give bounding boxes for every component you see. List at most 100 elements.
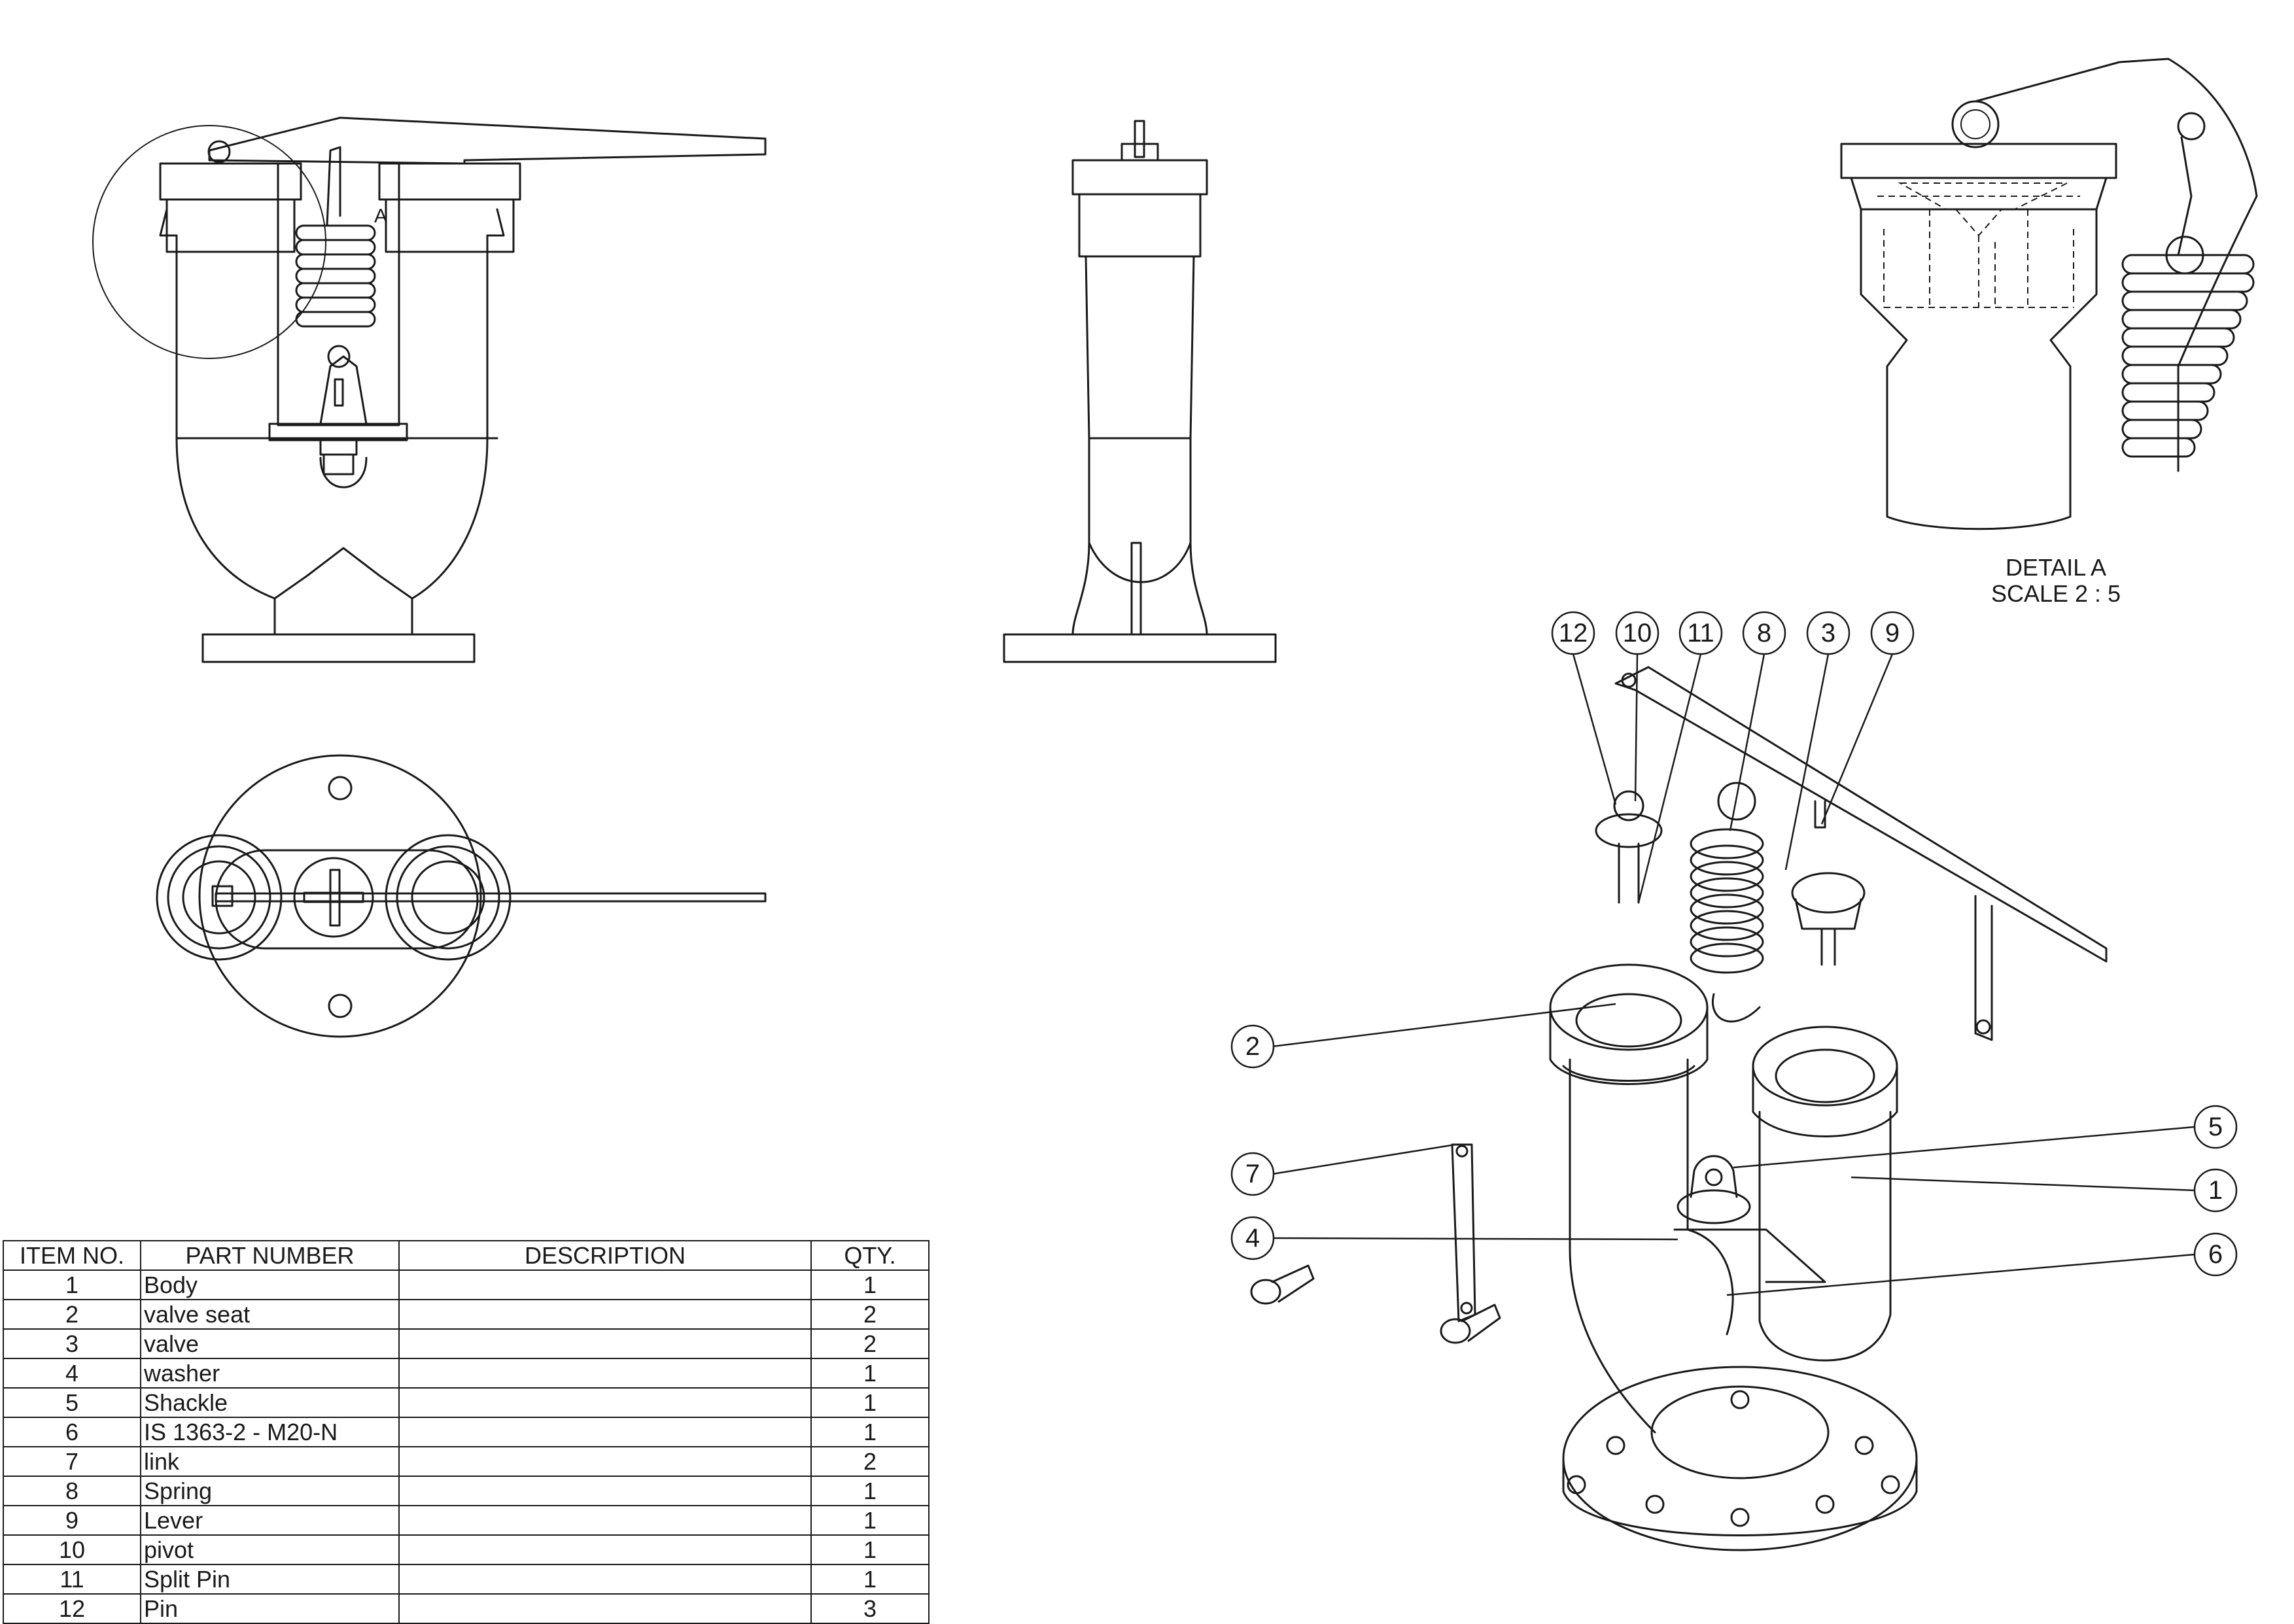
bom-item: 2 [3,1299,141,1330]
left-cap [159,162,302,201]
balloon-6: 6 [2193,1232,2238,1277]
svg-text:1: 1 [2208,1176,2223,1205]
bom-part: Pin [140,1593,400,1624]
bom-part: valve seat [140,1299,400,1330]
detail-a-circle [92,125,326,359]
svg-text:2: 2 [1245,1032,1260,1061]
front-view: A [92,116,767,663]
balloon-9: 9 [1870,611,1915,655]
pin-b [1440,1304,1501,1344]
bom-header-desc: DESCRIPTION [398,1240,812,1271]
bom-part: valve [140,1328,400,1359]
svg-text:11: 11 [1687,619,1714,648]
link-a [1451,1143,1476,1322]
bom-part: Shackle [140,1387,400,1418]
balloon-11: 11 [1678,611,1723,655]
isometric-spring [1690,828,1764,974]
bom-qty: 1 [810,1534,930,1565]
detail-spring [2121,254,2255,458]
bom-desc [398,1417,812,1447]
balloon-callouts: 12 10 11 8 3 9 2 7 4 5 1 6 [1230,611,2238,1296]
bom-header-part: PART NUMBER [140,1240,400,1271]
balloon-4: 4 [1230,1216,1275,1260]
right-cap [378,162,521,201]
balloon-1: 1 [2193,1168,2238,1213]
bom-desc [398,1593,812,1624]
bom-item: 6 [3,1417,141,1447]
bom-qty: 1 [810,1358,930,1389]
bom-desc [398,1270,812,1300]
exploded-isometric-view [1250,666,2108,1551]
bom-part: Split Pin [140,1564,400,1595]
balloon-5: 5 [2193,1105,2238,1149]
bom-item: 4 [3,1358,141,1389]
bom-qty: 1 [810,1387,930,1418]
bom-qty: 1 [810,1564,930,1595]
right-valve-seat [1752,1026,1898,1107]
svg-text:9: 9 [1885,619,1900,648]
bom-header-qty: QTY. [810,1240,930,1271]
bom-item: 12 [3,1593,141,1624]
pin-a [1250,1264,1315,1305]
bom-part: Body [140,1270,400,1300]
bom-item: 5 [3,1387,141,1418]
bom-qty: 1 [810,1270,930,1300]
svg-text:4: 4 [1245,1224,1260,1253]
bom-part: pivot [140,1534,400,1565]
bom-item: 1 [3,1270,141,1300]
detail-a-callout-letter: A [374,205,387,227]
svg-text:7: 7 [1245,1160,1260,1188]
bom-item: 10 [3,1534,141,1565]
bom-qty: 1 [810,1417,930,1447]
svg-text:8: 8 [1757,619,1771,648]
bom-qty: 1 [810,1505,930,1536]
bom-desc [398,1358,812,1389]
bom-desc [398,1446,812,1477]
top-view [156,754,767,1038]
front-spring [295,224,376,328]
bom-item: 8 [3,1476,141,1506]
bom-desc [398,1476,812,1506]
isometric-lever [1614,666,2108,963]
bom-part: washer [140,1358,400,1389]
balloon-8: 8 [1742,611,1786,655]
bom-desc [398,1505,812,1536]
front-lever [208,116,767,165]
bom-desc [398,1387,812,1418]
detail-a-view: DETAIL A SCALE 2 : 5 [1840,58,2258,607]
svg-text:6: 6 [2208,1240,2223,1269]
balloon-10: 10 [1615,611,1660,655]
svg-text:5: 5 [2208,1113,2223,1141]
bom-qty: 2 [810,1299,930,1330]
bom-part: link [140,1446,400,1477]
bom-item: 7 [3,1446,141,1477]
svg-text:12: 12 [1559,619,1588,648]
bom-item: 11 [3,1564,141,1595]
bom-qty: 2 [810,1446,930,1477]
detail-a-label: DETAIL A [2006,554,2106,581]
bom-desc [398,1328,812,1359]
detail-a-scale: SCALE 2 : 5 [1991,580,2121,607]
bom-desc [398,1534,812,1565]
left-valve-seat [1549,963,1709,1051]
bom-qty: 3 [810,1593,930,1624]
balloon-3: 3 [1806,611,1851,655]
balloon-7: 7 [1230,1152,1275,1196]
bom-qty: 1 [810,1476,930,1506]
bom-part: IS 1363-2 - M20-N [140,1417,400,1447]
bom-part: Spring [140,1476,400,1506]
